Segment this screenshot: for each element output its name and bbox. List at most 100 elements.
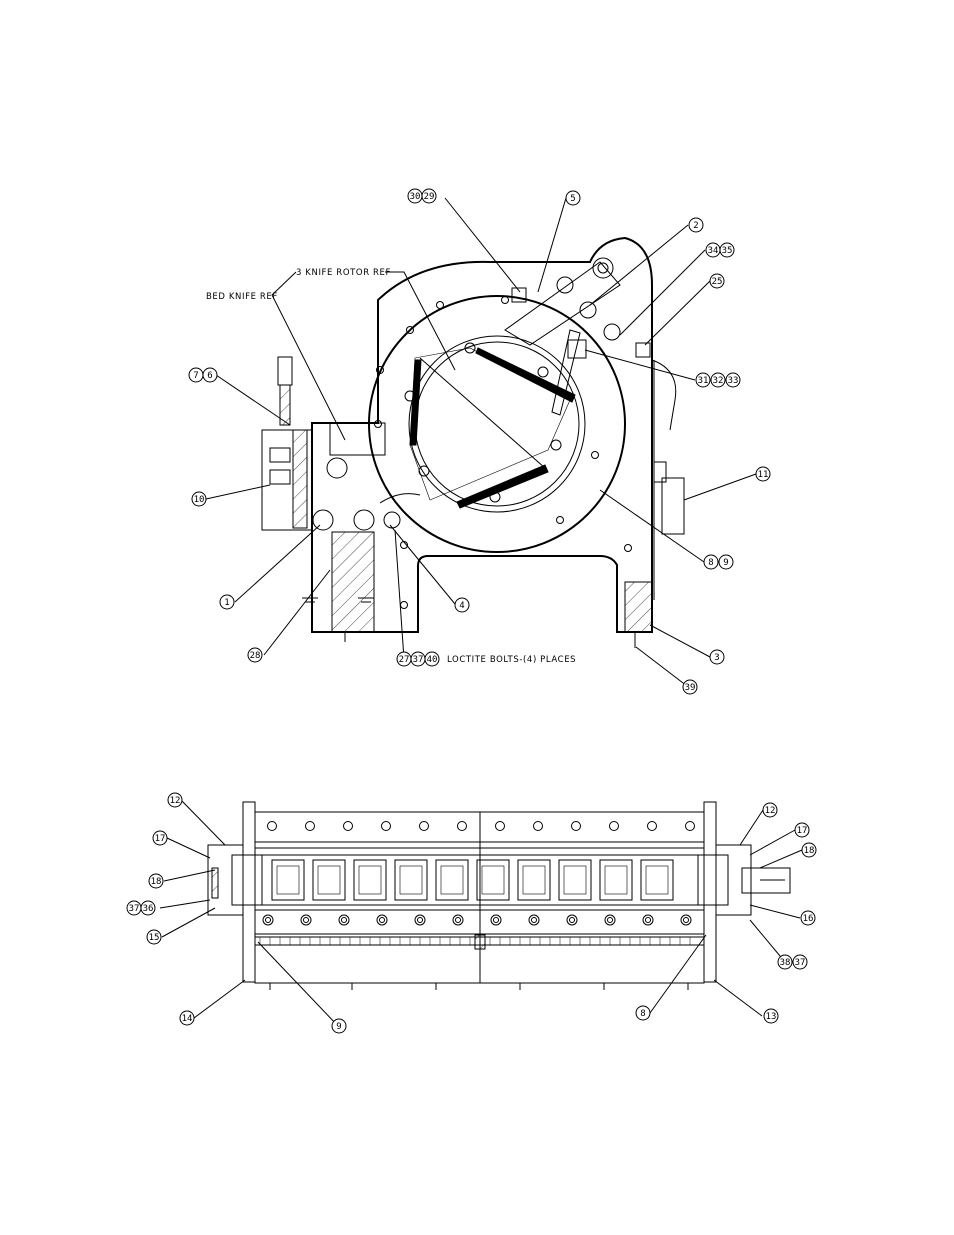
- lower-bar-bolt: [263, 915, 273, 925]
- left-seal: [212, 868, 218, 898]
- top-bar-bolt: [610, 822, 619, 831]
- lower-bar-bolt-center: [304, 918, 309, 923]
- callout-10: 10: [192, 492, 206, 506]
- svg-text:27: 27: [399, 655, 410, 665]
- callout-b-14-left: 14: [180, 1011, 194, 1025]
- callout-7: 7: [189, 368, 203, 382]
- rotor-segment-inner: [482, 866, 504, 894]
- loctite-note: LOCTITE BOLTS-(4) PLACES: [447, 655, 576, 665]
- svg-text:9: 9: [723, 558, 728, 568]
- lower-bar-bolt-center: [684, 918, 689, 923]
- bed-knife-ref-note: BED KNIFE REF: [206, 292, 278, 302]
- svg-text:15: 15: [149, 933, 160, 943]
- lower-bar-bolt: [377, 915, 387, 925]
- rotor-segment-inner: [318, 866, 340, 894]
- lower-bar-bolt-center: [418, 918, 423, 923]
- knife-bolt-head: [419, 466, 429, 476]
- svg-text:12: 12: [170, 796, 181, 806]
- left-end-plate: [243, 802, 255, 982]
- callout-b-9: 9: [332, 1019, 346, 1033]
- repeated-hardware: [263, 822, 695, 926]
- lower-bar-bolt-center: [380, 918, 385, 923]
- rotor-bore: [415, 342, 579, 506]
- callout-33: 33: [726, 373, 740, 387]
- callout-b-12-left: 12: [168, 793, 182, 807]
- callout-b-8: 8: [636, 1006, 650, 1020]
- lower-bar-bolt-center: [342, 918, 347, 923]
- callout-9: 9: [719, 555, 733, 569]
- svg-text:35: 35: [722, 246, 733, 256]
- lower-bar-bolt: [681, 915, 691, 925]
- lower-bar-bolt: [301, 915, 311, 925]
- lower-bar-bolt-center: [266, 918, 271, 923]
- lower-bar-bolt: [529, 915, 539, 925]
- top-bar-bolt: [572, 822, 581, 831]
- right-sensor-box: [654, 360, 684, 600]
- callout-5: 5: [566, 191, 580, 205]
- callout-1: 1: [220, 595, 234, 609]
- svg-text:13: 13: [766, 1012, 777, 1022]
- plan-view: 12 17 18 37 36 15 14 9 12 17 18 16 38 37…: [127, 793, 816, 1033]
- svg-text:16: 16: [803, 914, 814, 924]
- side-elevation-view: 30 29 5 2 34 35 25 31 32 33 11 8 9 3 39 …: [189, 189, 770, 694]
- right-leg-section: [625, 582, 652, 632]
- top-bar-bolt: [496, 822, 505, 831]
- rotor-segment-inner: [277, 866, 299, 894]
- lower-bar-bolt: [415, 915, 425, 925]
- svg-text:17: 17: [797, 826, 808, 836]
- top-bar-bolt: [268, 822, 277, 831]
- svg-text:3: 3: [714, 653, 719, 663]
- svg-text:11: 11: [758, 470, 769, 480]
- callout-32: 32: [711, 373, 725, 387]
- left-hub: [232, 855, 262, 905]
- svg-text:33: 33: [728, 376, 739, 386]
- svg-text:28: 28: [250, 651, 261, 661]
- left-leg-section: [332, 532, 374, 632]
- svg-text:18: 18: [804, 846, 815, 856]
- svg-text:12: 12: [765, 806, 776, 816]
- lower-bar-bolt-center: [494, 918, 499, 923]
- bed-knife-block: [313, 423, 420, 530]
- svg-text:37: 37: [129, 904, 140, 914]
- lower-bar-bolt-center: [608, 918, 613, 923]
- leader-lines-bottom: [160, 800, 802, 1026]
- callout-28: 28: [248, 648, 262, 662]
- callout-b-13-right: 13: [764, 1009, 778, 1023]
- callout-34: 34: [706, 243, 720, 257]
- svg-text:40: 40: [427, 655, 438, 665]
- top-bar-bolt: [420, 822, 429, 831]
- lower-bar-bolt: [567, 915, 577, 925]
- svg-text:34: 34: [708, 246, 719, 256]
- callout-b-38-right: 38: [778, 955, 792, 969]
- lower-bar-bolt: [605, 915, 615, 925]
- lower-bar-bolt-center: [532, 918, 537, 923]
- rotor-segment-inner: [359, 866, 381, 894]
- callout-39: 39: [683, 680, 697, 694]
- callout-b-18-left: 18: [149, 874, 163, 888]
- top-bar-bolt: [458, 822, 467, 831]
- rotor-knives: [405, 343, 575, 508]
- top-bar-bolt: [306, 822, 315, 831]
- foot-pins: [270, 983, 688, 990]
- svg-text:32: 32: [713, 376, 724, 386]
- svg-text:7: 7: [193, 371, 198, 381]
- callout-b-36-left: 36: [141, 901, 155, 915]
- svg-text:29: 29: [424, 192, 435, 202]
- rotor-housing-ring: [369, 296, 625, 552]
- callout-31: 31: [696, 373, 710, 387]
- top-bar-bolt: [534, 822, 543, 831]
- top-bar-bolt: [344, 822, 353, 831]
- callout-30: 30: [408, 189, 422, 203]
- svg-text:2: 2: [693, 221, 698, 231]
- rotor-segment-inner: [441, 866, 463, 894]
- callout-29: 29: [422, 189, 436, 203]
- rotor-segment-inner: [605, 866, 627, 894]
- lower-bar-bolt: [643, 915, 653, 925]
- top-bar-bolt: [382, 822, 391, 831]
- svg-text:1: 1: [224, 598, 229, 608]
- svg-text:30: 30: [410, 192, 421, 202]
- top-bar-bolt: [648, 822, 657, 831]
- callout-4: 4: [455, 598, 469, 612]
- callout-8: 8: [704, 555, 718, 569]
